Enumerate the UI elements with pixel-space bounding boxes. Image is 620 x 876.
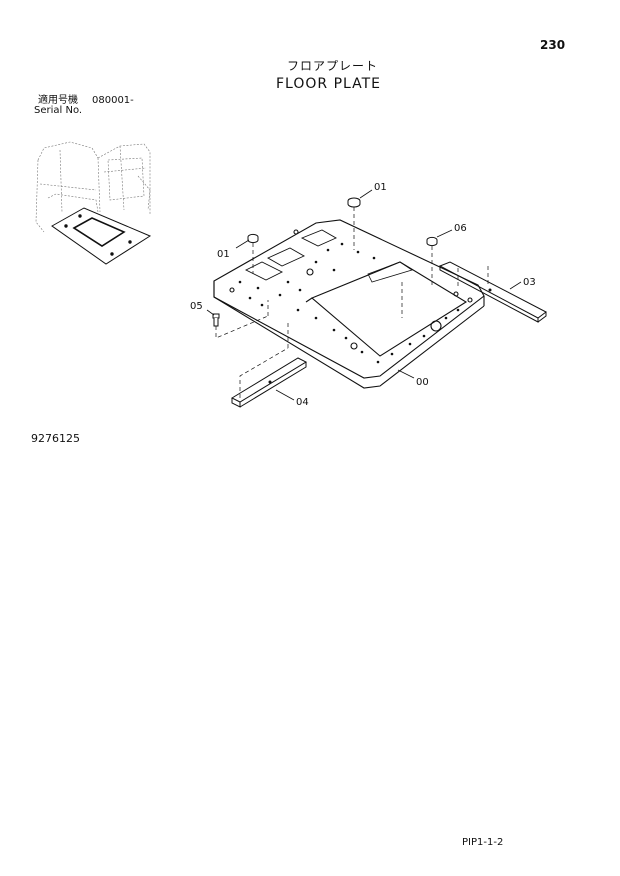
callout-06: 06	[454, 223, 467, 234]
callout-03: 03	[523, 277, 536, 288]
serial-label-english: Serial No.	[34, 105, 83, 116]
leader-lines	[206, 189, 522, 401]
callout-01-left: 01	[217, 249, 230, 260]
drawing-number: 9276125	[31, 432, 80, 445]
machine-overview-sketch	[35, 141, 151, 233]
plug-06	[426, 236, 438, 247]
title-japanese: フロアプレート	[287, 59, 379, 73]
callout-00: 00	[416, 377, 429, 388]
bolt-05	[212, 313, 220, 327]
title-english: FLOOR PLATE	[276, 76, 382, 92]
page-number: 230	[540, 38, 566, 52]
callout-04: 04	[296, 397, 309, 408]
bracket-04	[230, 357, 308, 408]
bracket-03	[438, 261, 547, 323]
plug-01-left	[247, 233, 259, 244]
assembly-lines	[215, 207, 489, 398]
callout-01-right: 01	[374, 182, 387, 193]
serial-value: 080001-	[92, 95, 134, 106]
callout-05: 05	[190, 301, 203, 312]
page-code: PIP1-1-2	[462, 837, 504, 848]
floor-plate-holes	[238, 242, 460, 364]
floor-plate	[213, 219, 485, 389]
serial-label-japanese: 適用号機	[38, 95, 78, 106]
overview-floor-plate	[51, 207, 152, 265]
plug-01-right	[347, 197, 361, 208]
